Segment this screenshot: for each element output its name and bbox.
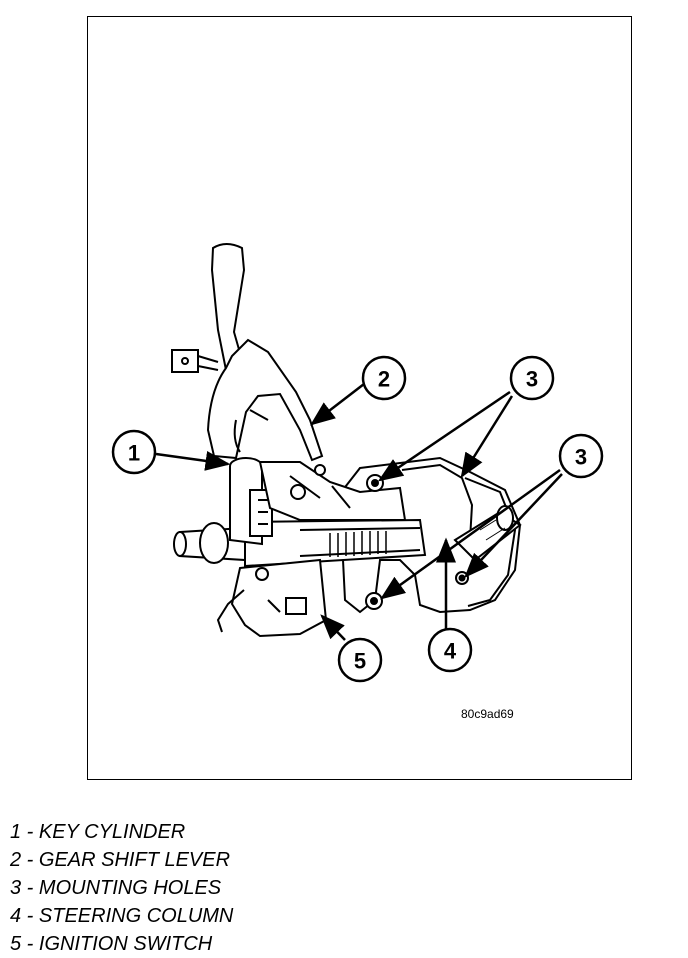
legend-item: 5 - IGNITION SWITCH bbox=[10, 933, 213, 955]
legend-item: 4 - STEERING COLUMN bbox=[10, 905, 234, 927]
legend: 1 - KEY CYLINDER 2 - GEAR SHIFT LEVER 3 … bbox=[10, 818, 233, 958]
gear-shift-lever-drawing bbox=[206, 243, 324, 462]
figure-frame bbox=[87, 16, 632, 780]
svg-text:3: 3 bbox=[526, 367, 538, 392]
callout-1: 1 bbox=[111, 429, 157, 475]
lever-connector bbox=[171, 349, 219, 373]
legend-item: 2 - GEAR SHIFT LEVER bbox=[10, 849, 231, 871]
callout-5: 5 bbox=[337, 637, 383, 683]
callout-4: 4 bbox=[427, 627, 473, 673]
column-housing bbox=[258, 461, 407, 521]
legend-item: 1 - KEY CYLINDER bbox=[10, 821, 186, 843]
callout-3-upper: 3 bbox=[509, 355, 555, 401]
shaft-spring bbox=[329, 531, 387, 557]
svg-text:4: 4 bbox=[444, 639, 457, 664]
mounting-hole-marks bbox=[365, 474, 469, 610]
figure-id: 80c9ad69 bbox=[461, 707, 514, 721]
svg-text:2: 2 bbox=[378, 367, 390, 392]
leader-lines bbox=[155, 383, 563, 641]
ignition-switch-drawing bbox=[216, 558, 328, 638]
callout-3-lower: 3 bbox=[558, 433, 604, 479]
svg-text:5: 5 bbox=[354, 649, 366, 674]
key-cylinder-drawing bbox=[229, 457, 273, 546]
callout-2: 2 bbox=[361, 355, 407, 401]
legend-item: 3 - MOUNTING HOLES bbox=[10, 877, 222, 899]
svg-text:3: 3 bbox=[575, 445, 587, 470]
svg-text:1: 1 bbox=[128, 441, 140, 466]
